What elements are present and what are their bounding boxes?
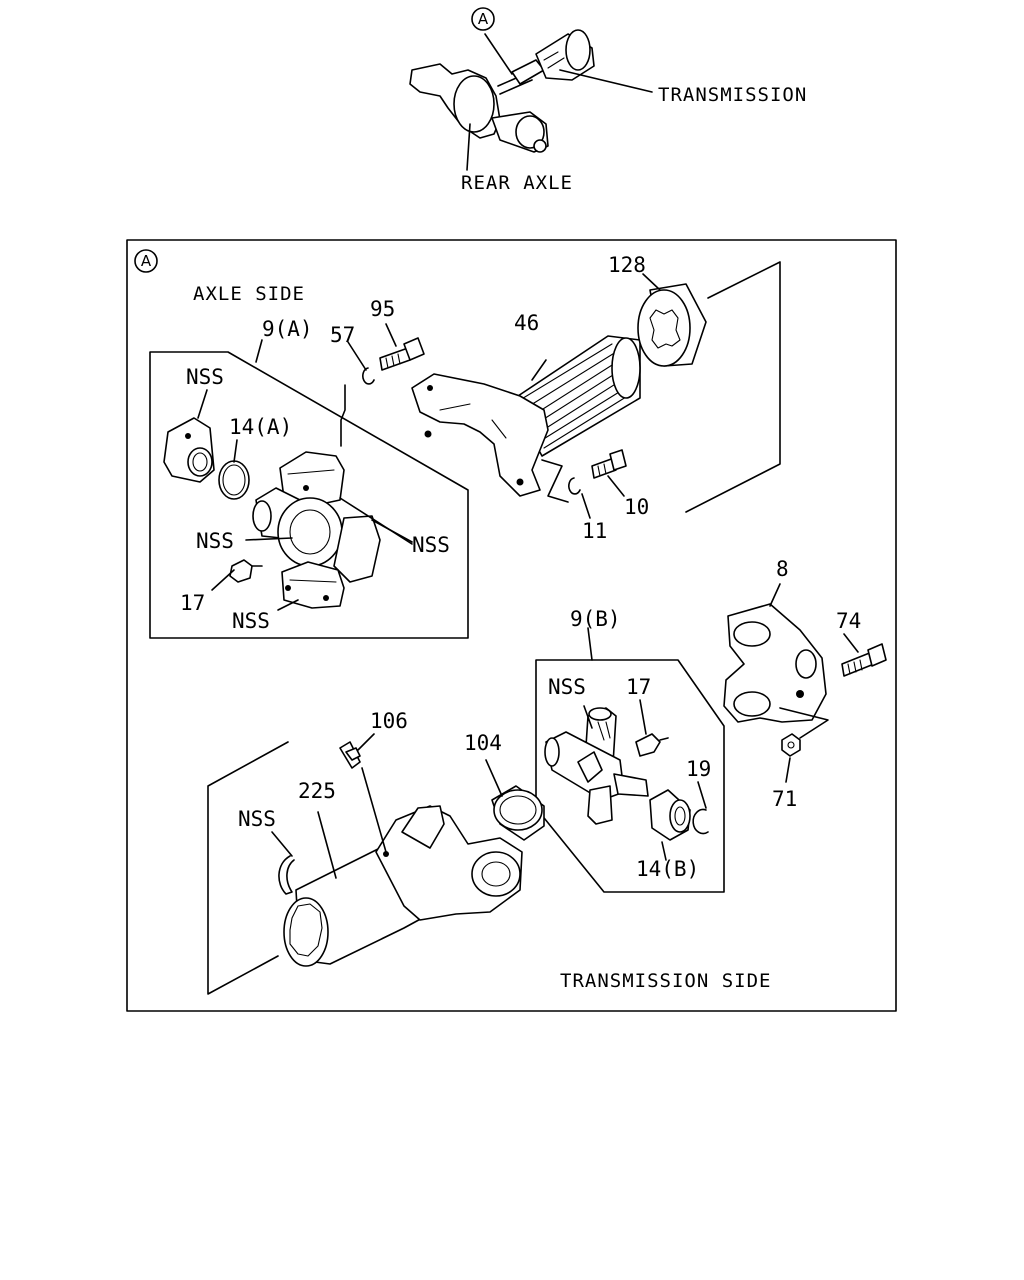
bolt-74	[841, 643, 887, 677]
spline-collar-128	[637, 283, 707, 367]
lock-washer-11	[568, 477, 581, 495]
bolt-10	[591, 449, 627, 479]
label-11: 11	[582, 519, 607, 543]
snap-ring-19	[692, 808, 709, 835]
overview-callout-letter: A	[478, 10, 489, 28]
label-14b: 14(B)	[636, 857, 699, 881]
grease-fitting-17b	[635, 733, 669, 757]
dust-cover-104	[491, 785, 545, 841]
label-nss-225: NSS	[238, 807, 276, 831]
label-71: 71	[772, 787, 797, 811]
label-nss-b: NSS	[548, 675, 586, 699]
label-74: 74	[836, 609, 861, 633]
grease-fitting-17a	[229, 559, 263, 583]
shaft-bracket-left	[207, 741, 289, 995]
rear-axle-label: REAR AXLE	[461, 172, 573, 194]
label-8: 8	[776, 557, 789, 581]
label-19: 19	[686, 757, 711, 781]
sleeve-yoke-225	[283, 805, 523, 967]
detail-callout-letter: A	[141, 252, 152, 270]
label-nss-bottom: NSS	[232, 609, 270, 633]
label-17a: 17	[180, 591, 205, 615]
overview-driveline: A TRANSMISSION REAR AXLE	[409, 7, 807, 194]
label-95: 95	[370, 297, 395, 321]
nut-71	[781, 733, 801, 757]
slip-yoke-46	[411, 335, 641, 497]
universal-joint-cross-9b	[544, 707, 649, 825]
lock-washer-57	[362, 367, 375, 385]
label-nss-right: NSS	[412, 533, 450, 557]
transmission-label: TRANSMISSION	[658, 84, 807, 106]
bolt-95	[379, 337, 425, 371]
bearing-cap-left	[163, 417, 215, 483]
label-225: 225	[298, 779, 336, 803]
label-128: 128	[608, 253, 646, 277]
label-106: 106	[370, 709, 408, 733]
bearing-cap-14b	[649, 789, 691, 841]
transmission-side-label: TRANSMISSION SIDE	[560, 970, 771, 992]
label-14a: 14(A)	[229, 415, 292, 439]
detail-frame	[126, 239, 897, 1012]
cap-nss-225	[278, 855, 295, 895]
overview-callout-circle	[471, 7, 495, 31]
label-nss-left: NSS	[196, 529, 234, 553]
label-10: 10	[624, 495, 649, 519]
flange-yoke-8	[723, 603, 827, 723]
label-57: 57	[330, 323, 355, 347]
label-104: 104	[464, 731, 502, 755]
shaft-bracket-line	[685, 261, 781, 513]
seal-ring-14a	[218, 460, 250, 500]
label-9a: 9(A)	[262, 317, 313, 341]
axle-side-label: AXLE SIDE	[193, 283, 305, 305]
label-17b: 17	[626, 675, 651, 699]
grease-fitting-106	[339, 741, 361, 769]
label-46: 46	[514, 311, 539, 335]
universal-joint-cross-9a	[252, 451, 381, 609]
label-nss-cap: NSS	[186, 365, 224, 389]
label-9b: 9(B)	[570, 607, 621, 631]
kit-9a-boundary	[149, 351, 469, 639]
detail-callout-circle	[134, 249, 158, 273]
